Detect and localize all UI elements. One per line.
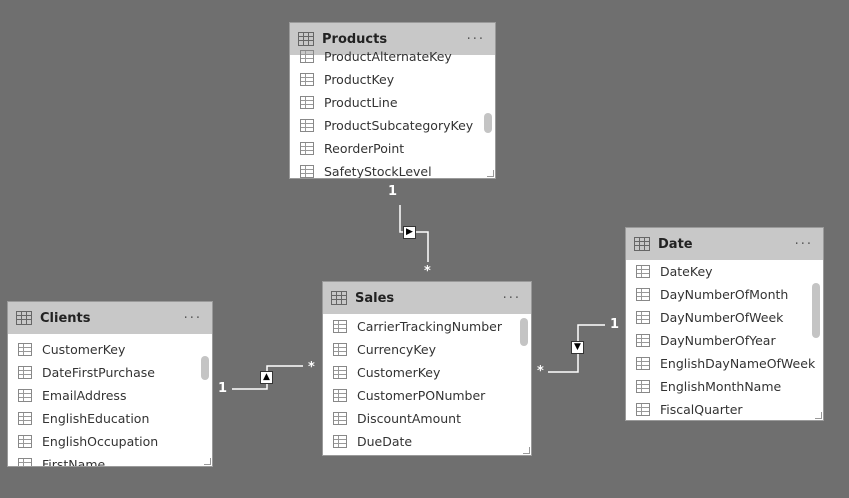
- column-item[interactable]: DateKey: [626, 260, 823, 283]
- column-icon: [300, 142, 314, 155]
- scrollbar[interactable]: [201, 356, 209, 380]
- column-item[interactable]: EnglishOccupation: [8, 430, 212, 453]
- column-icon: [333, 412, 347, 425]
- column-item[interactable]: ProductSubcategoryKey: [290, 114, 495, 137]
- column-item[interactable]: DayNumberOfMonth: [626, 283, 823, 306]
- column-item[interactable]: CustomerPONumber: [323, 384, 531, 407]
- column-icon: [300, 50, 314, 63]
- column-icon: [300, 165, 314, 178]
- column-icon: [18, 366, 32, 379]
- column-item[interactable]: DiscountAmount: [323, 407, 531, 430]
- scrollbar[interactable]: [520, 318, 528, 346]
- date-one-label: 1: [610, 317, 620, 332]
- column-icon: [18, 343, 32, 356]
- table-header[interactable]: Clients ···: [8, 302, 212, 334]
- column-icon: [636, 265, 650, 278]
- column-item[interactable]: CustomerKey: [323, 361, 531, 384]
- column-item[interactable]: CurrencyKey: [323, 338, 531, 361]
- column-item[interactable]: DueDate: [323, 430, 531, 453]
- sales-many-label: *: [537, 364, 544, 379]
- products-one-label: 1: [388, 184, 398, 199]
- more-options-button[interactable]: ···: [794, 236, 813, 252]
- column-icon: [333, 389, 347, 402]
- column-icon: [636, 403, 650, 416]
- resize-handle[interactable]: [523, 447, 530, 454]
- table-header[interactable]: Sales ···: [323, 282, 531, 314]
- column-item[interactable]: EnglishMonthName: [626, 375, 823, 398]
- table-header[interactable]: Products ···: [290, 23, 495, 55]
- column-item[interactable]: CustomerKey: [8, 338, 212, 361]
- table-name: Products: [322, 31, 388, 47]
- column-icon: [18, 389, 32, 402]
- table-icon: [634, 237, 650, 251]
- column-item[interactable]: DateFirstPurchase: [8, 361, 212, 384]
- table-icon: [298, 32, 314, 46]
- table-name: Clients: [40, 310, 91, 326]
- table-header[interactable]: Date ···: [626, 228, 823, 260]
- resize-handle[interactable]: [204, 458, 211, 465]
- column-icon: [333, 435, 347, 448]
- more-options-button[interactable]: ···: [183, 310, 202, 326]
- filter-direction-right-icon[interactable]: ▶: [403, 226, 416, 239]
- column-item[interactable]: FirstName: [8, 453, 212, 466]
- column-icon: [636, 311, 650, 324]
- column-icon: [636, 288, 650, 301]
- column-icon: [300, 73, 314, 86]
- filter-direction-down-icon[interactable]: ▼: [571, 341, 584, 354]
- clients-one-label: 1: [218, 381, 228, 396]
- column-item[interactable]: ReorderPoint: [290, 137, 495, 160]
- column-icon: [636, 380, 650, 393]
- sales-many-label: *: [424, 264, 431, 279]
- table-card-clients[interactable]: Clients ··· CustomerKey DateFirstPurchase…: [7, 301, 213, 467]
- table-card-products[interactable]: Products ··· ProductAlternateKey ProductK…: [289, 22, 496, 179]
- column-icon: [333, 343, 347, 356]
- column-item[interactable]: FiscalQuarter: [626, 398, 823, 420]
- column-item[interactable]: EnglishDayNameOfWeek: [626, 352, 823, 375]
- scrollbar[interactable]: [812, 283, 820, 338]
- column-item[interactable]: DayNumberOfWeek: [626, 306, 823, 329]
- column-icon: [18, 435, 32, 448]
- column-icon: [300, 119, 314, 132]
- column-item[interactable]: EnglishEducation: [8, 407, 212, 430]
- column-icon: [18, 412, 32, 425]
- resize-handle[interactable]: [815, 412, 822, 419]
- more-options-button[interactable]: ···: [502, 290, 521, 306]
- scrollbar[interactable]: [484, 113, 492, 133]
- column-item[interactable]: ProductLine: [290, 91, 495, 114]
- table-name: Date: [658, 236, 693, 252]
- sales-many-label: *: [308, 360, 315, 375]
- more-options-button[interactable]: ···: [466, 31, 485, 47]
- resize-handle[interactable]: [487, 170, 494, 177]
- column-item[interactable]: ProductKey: [290, 68, 495, 91]
- column-item[interactable]: DayNumberOfYear: [626, 329, 823, 352]
- table-icon: [331, 291, 347, 305]
- column-item[interactable]: CarrierTrackingNumber: [323, 315, 531, 338]
- column-icon: [636, 334, 650, 347]
- column-icon: [636, 357, 650, 370]
- column-item[interactable]: EmailAddress: [8, 384, 212, 407]
- table-icon: [16, 311, 32, 325]
- column-icon: [300, 96, 314, 109]
- column-item[interactable]: SafetyStockLevel: [290, 160, 495, 178]
- table-card-sales[interactable]: Sales ··· CarrierTrackingNumber CurrencyK…: [322, 281, 532, 456]
- column-icon: [333, 320, 347, 333]
- table-card-date[interactable]: Date ··· DateKey DayNumberOfMonth DayNumb…: [625, 227, 824, 421]
- column-icon: [18, 458, 32, 466]
- column-item[interactable]: ProductAlternateKey: [290, 45, 495, 68]
- table-name: Sales: [355, 290, 395, 306]
- filter-direction-up-icon[interactable]: ▲: [260, 371, 273, 384]
- column-icon: [333, 366, 347, 379]
